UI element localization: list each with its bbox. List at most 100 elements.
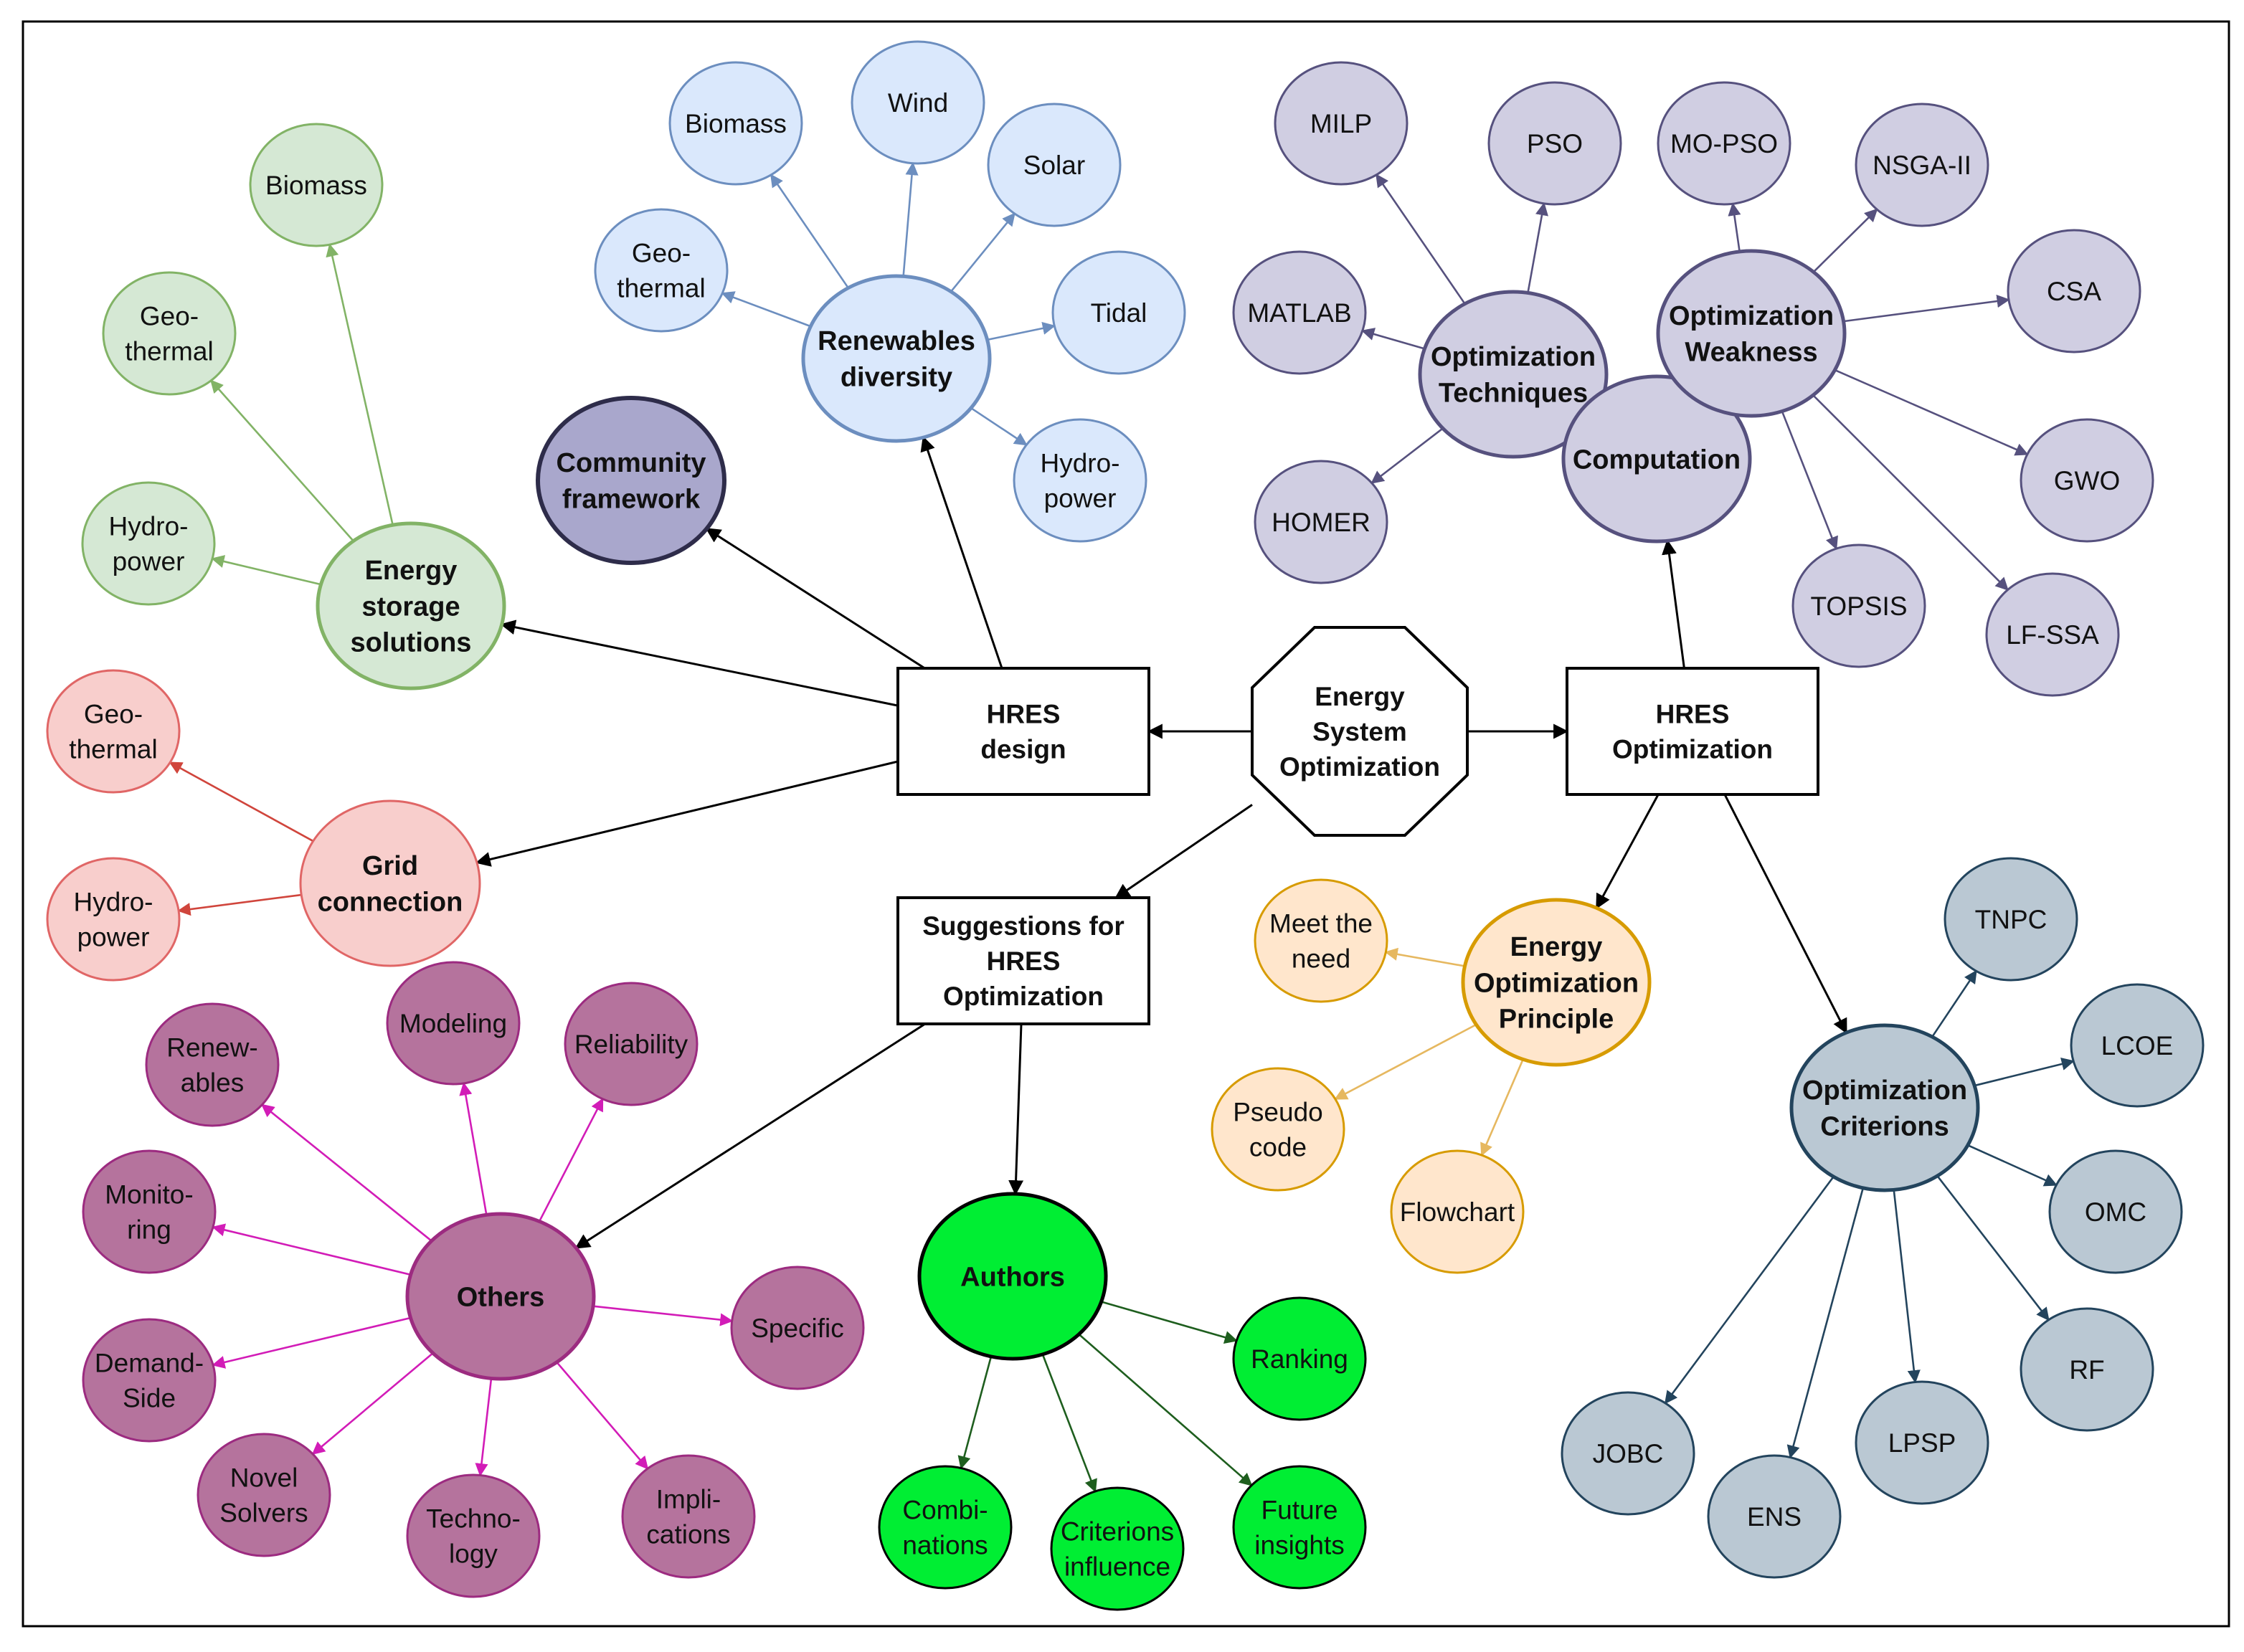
node-g-geo-shape — [46, 669, 181, 794]
node-t-matlab: MATLAB — [1232, 250, 1367, 375]
node-principle-label-line: Energy — [1510, 932, 1603, 962]
edge-optim-to-comp — [1662, 539, 1685, 669]
edge-authors-to-a-ranking — [1101, 1301, 1238, 1344]
node-s-bio-shape — [249, 123, 384, 247]
node-t-homer: HOMER — [1254, 460, 1388, 584]
node-r-bio-label-line: Biomass — [685, 109, 787, 138]
node-p-meet-label-line: Meet the — [1269, 909, 1373, 939]
node-o-spec-label-line: Specific — [751, 1314, 844, 1343]
node-others-label-line: Others — [457, 1282, 544, 1312]
edge-storage-to-s-geo — [210, 379, 354, 542]
node-tech-label-line: Optimization — [1431, 342, 1596, 372]
node-a-future-label-line: Future — [1261, 1496, 1338, 1525]
node-s-hydro-label-line: Hydro- — [108, 512, 188, 541]
node-others: Others — [405, 1212, 596, 1381]
edge-grid-to-g-hydro — [177, 893, 302, 916]
node-c-lcoe-shape — [2070, 983, 2205, 1108]
node-t-pso-label: PSO — [1527, 129, 1583, 158]
node-t-homer-label: HOMER — [1272, 508, 1370, 537]
node-s-geo-shape — [102, 271, 237, 396]
edge-weak-to-w-lfssa — [1812, 394, 2009, 591]
node-w-nsga: NSGA-II — [1855, 103, 1989, 227]
node-w-nsga-label: NSGA-II — [1873, 151, 1971, 180]
edge-design-to-grid — [475, 760, 899, 867]
node-c-omc-shape — [2048, 1149, 2183, 1274]
node-r-hydro-label-line: Hydro- — [1040, 449, 1119, 478]
node-w-mopso-label-line: MO-PSO — [1670, 129, 1778, 158]
node-optim-label: HRES Optimization — [1612, 700, 1773, 764]
node-w-mopso: MO-PSO — [1657, 81, 1791, 206]
node-w-topsis-label-line: TOPSIS — [1810, 592, 1907, 621]
node-s-bio-label-line: Biomass — [265, 171, 367, 200]
node-c-rf-label-line: RF — [2069, 1355, 2104, 1385]
node-center-label-line: Optimization — [1279, 752, 1440, 782]
node-r-wind: Wind — [851, 40, 985, 165]
node-r-hydro-label-line: power — [1044, 483, 1117, 513]
node-s-hydro-label: Hydro-power — [108, 512, 188, 576]
node-t-pso-shape — [1487, 81, 1622, 206]
node-r-wind-label: Wind — [888, 88, 948, 118]
node-center-shape — [1251, 626, 1469, 837]
node-o-monitor-label-line: ring — [127, 1215, 171, 1244]
node-o-impl-label-line: cations — [646, 1519, 730, 1549]
node-o-techno-label: Techno-logy — [426, 1504, 521, 1569]
edge-tech-to-t-homer — [1370, 427, 1444, 484]
node-c-omc: OMC — [2048, 1149, 2183, 1274]
node-g-geo: Geo-thermal — [46, 669, 181, 794]
edge-authors-to-a-future — [1078, 1333, 1253, 1486]
node-c-jobc: JOBC — [1561, 1391, 1695, 1516]
node-community-label-line: framework — [562, 484, 701, 514]
node-w-nsga-shape — [1855, 103, 1989, 227]
edge-tech-to-t-milp — [1376, 174, 1466, 305]
node-weak-label-line: Optimization — [1669, 301, 1834, 331]
node-c-tnpc-label: TNPC — [1975, 905, 2047, 934]
edge-weak-to-w-csa — [1843, 295, 2010, 323]
node-r-tidal-shape — [1051, 250, 1186, 375]
node-s-geo: Geo-thermal — [102, 271, 237, 396]
node-optim-label-line: HRES — [1656, 700, 1730, 729]
node-w-csa: CSA — [2007, 229, 2141, 353]
node-optim-shape — [1566, 667, 1819, 796]
node-others-shape — [405, 1212, 596, 1381]
node-a-comb-label-line: Combi- — [902, 1496, 988, 1525]
node-comp-shape — [1561, 374, 1752, 543]
node-o-impl-label: Impli-cations — [646, 1485, 730, 1549]
node-p-pseudo-label-line: code — [1249, 1132, 1307, 1162]
node-a-comb-label: Combi-nations — [902, 1496, 988, 1560]
node-s-hydro-shape — [81, 481, 216, 606]
node-w-mopso-shape — [1657, 81, 1791, 206]
node-comp-label-line: Computation — [1573, 445, 1741, 475]
node-c-omc-label-line: OMC — [2085, 1197, 2146, 1227]
edge-principle-to-p-meet — [1384, 947, 1465, 967]
node-g-geo-label-line: Geo- — [84, 700, 143, 729]
node-design-label-line: HRES — [987, 700, 1061, 729]
node-g-hydro: Hydro-power — [46, 857, 181, 982]
node-others-label: Others — [457, 1282, 544, 1312]
node-g-hydro-label-line: Hydro- — [73, 888, 153, 917]
edge-suggest-to-authors — [1008, 1023, 1024, 1196]
node-a-future-label-line: insights — [1254, 1530, 1344, 1560]
node-optim-label-line: Optimization — [1612, 734, 1773, 764]
node-criteria-shape — [1789, 1023, 1980, 1192]
node-w-mopso-label: MO-PSO — [1670, 129, 1778, 158]
node-o-model-label-line: Modeling — [399, 1009, 507, 1038]
node-o-novel-label-line: Solvers — [219, 1498, 308, 1527]
node-renew-label-line: diversity — [841, 362, 952, 392]
node-renew-label-line: Renewables — [818, 326, 975, 356]
node-w-topsis-label: TOPSIS — [1810, 592, 1907, 621]
node-comp: Computation — [1561, 374, 1752, 543]
node-r-wind-shape — [851, 40, 985, 165]
node-c-ens-label-line: ENS — [1747, 1502, 1802, 1532]
node-c-jobc-label-line: JOBC — [1593, 1439, 1664, 1468]
node-c-tnpc-shape — [1944, 857, 2078, 982]
